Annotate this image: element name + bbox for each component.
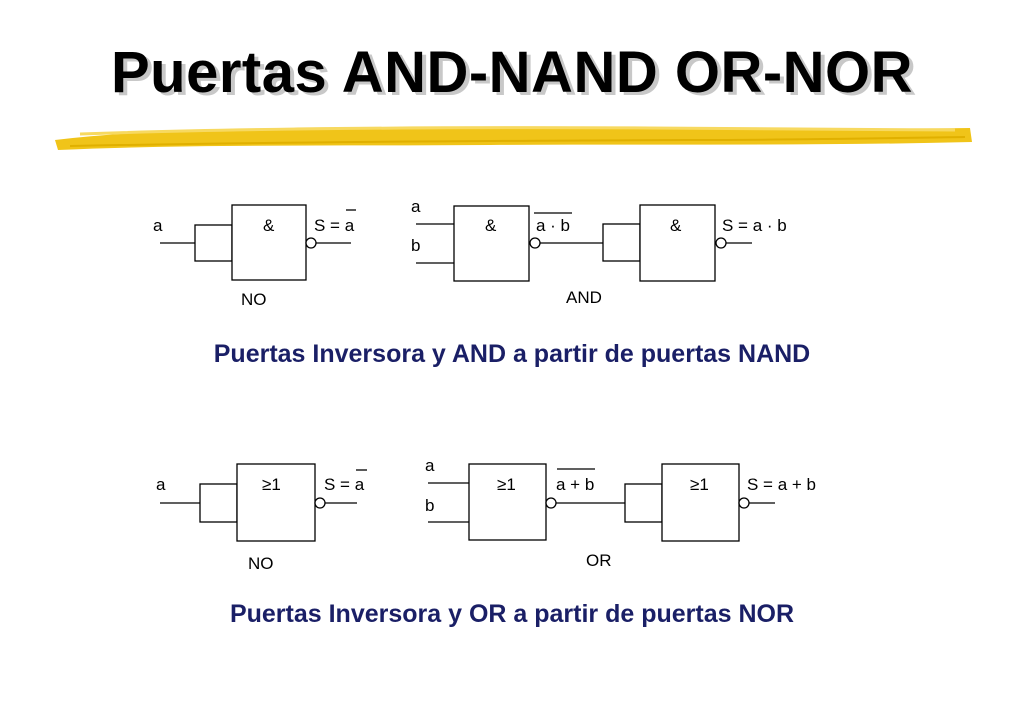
slide-title: Puertas AND-NAND OR-NOR — [110, 40, 914, 105]
nor-not-gate-symbol: ≥1 — [262, 475, 281, 494]
nor-or-gate1-symbol: ≥1 — [497, 475, 516, 494]
nor-or-circuit — [428, 463, 775, 542]
nor-or-intermediate-label: a + b — [556, 475, 594, 494]
output-prefix: S = — [324, 475, 355, 494]
nand-and-gate2-symbol: & — [670, 216, 682, 235]
nand-and-intermediate-label: a · b — [536, 216, 570, 235]
nor-or-input-b-label: b — [425, 496, 434, 515]
nor-or-circuit-name: OR — [586, 551, 612, 570]
nor-not-circuit-name: NO — [248, 554, 274, 573]
output-prefix: S = — [314, 216, 345, 235]
nand-not-gate-symbol: & — [263, 216, 275, 235]
nand-and-gate1-symbol: & — [485, 216, 497, 235]
nand-and-output-label: S = a · b — [722, 216, 787, 235]
output-var: a — [355, 475, 365, 494]
nand-and-input-b-label: b — [411, 236, 420, 255]
nor-or-output-label: S = a + b — [747, 475, 816, 494]
nor-section-caption: Puertas Inversora y OR a partir de puert… — [229, 600, 795, 628]
nor-not-input-label: a — [156, 475, 166, 494]
nand-and-circuit-name: AND — [566, 288, 602, 307]
nand-not-circuit — [160, 204, 351, 281]
nor-or-gate2-symbol: ≥1 — [690, 475, 709, 494]
nand-not-output-label: S = a — [314, 216, 355, 235]
nor-not-circuit — [160, 463, 357, 542]
nand-not-input-label: a — [153, 216, 163, 235]
nand-and-circuit — [416, 204, 752, 282]
nand-section-caption: Puertas Inversora y AND a partir de puer… — [213, 340, 811, 368]
nor-or-input-a-label: a — [425, 456, 435, 475]
output-var: a — [345, 216, 355, 235]
title-underline-stroke — [55, 126, 972, 150]
nor-not-output-label: S = a — [324, 475, 365, 494]
nand-not-circuit-name: NO — [241, 290, 267, 309]
nand-and-input-a-label: a — [411, 197, 421, 216]
